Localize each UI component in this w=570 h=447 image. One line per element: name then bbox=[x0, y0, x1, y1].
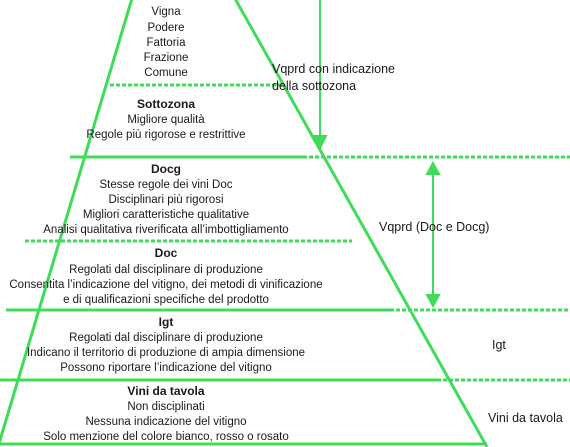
apex-line: Vigna bbox=[151, 6, 181, 18]
tier-docg: Docg Stesse regole dei vini Doc Discipli… bbox=[43, 162, 288, 236]
apex-line: Frazione bbox=[144, 52, 189, 64]
tavola-title: Vini da tavola bbox=[127, 384, 204, 398]
docg-line: Disciplinari più rigorosi bbox=[108, 194, 223, 206]
sottozona-title: Sottozona bbox=[137, 97, 195, 111]
side-label-igt: Igt bbox=[492, 338, 506, 352]
side-label-vqprd-sottozona: Vqprd con indicazione bbox=[272, 62, 395, 76]
apex-line: Fattoria bbox=[147, 37, 187, 49]
docg-line: Stesse regole dei vini Doc bbox=[100, 179, 233, 191]
tier-igt: Igt Regolati dal disciplinare di produzi… bbox=[27, 315, 305, 374]
side-label-vqprd-doc-docg: Vqprd (Doc e Docg) bbox=[379, 220, 489, 234]
tier-separators bbox=[0, 83, 570, 446]
tier-sottozona: Sottozona Migliore qualità Regole più ri… bbox=[86, 97, 245, 141]
tier-apex: Vigna Podere Fattoria Frazione Comune bbox=[144, 6, 189, 79]
side-label-vini-da-tavola: Vini da tavola bbox=[488, 411, 563, 425]
doc-line: Regolati dal disciplinare di produzione bbox=[69, 264, 263, 276]
tavola-line: Nessuna indicazione del vitigno bbox=[85, 416, 246, 428]
side-label-vqprd-sottozona: della sottozona bbox=[272, 79, 356, 93]
igt-line: Regolati dal disciplinare di produzione bbox=[69, 332, 263, 344]
tavola-line: Non disciplinati bbox=[127, 401, 204, 413]
sottozona-line: Migliore qualità bbox=[127, 114, 205, 126]
docg-title: Docg bbox=[151, 162, 181, 176]
pyramid-outline bbox=[0, 0, 489, 447]
tavola-line: Solo menzione del colore bianco, rosso o… bbox=[43, 431, 288, 443]
igt-line: Possono riportare l’indicazione del viti… bbox=[60, 362, 272, 374]
pyramid-left-edge bbox=[0, 0, 134, 446]
tier-vini-da-tavola: Vini da tavola Non disciplinati Nessuna … bbox=[43, 384, 288, 443]
docg-line: Migliori caratteristiche qualitative bbox=[83, 209, 249, 221]
tier-doc: Doc Regolati dal disciplinare di produzi… bbox=[9, 246, 322, 306]
docg-line: Analisi qualitativa riverificata all’imb… bbox=[43, 224, 288, 236]
apex-line: Podere bbox=[147, 22, 184, 34]
doc-line: e di qualificazioni specifiche del prodo… bbox=[63, 294, 269, 306]
side-labels: Vqprd con indicazione della sottozona Vq… bbox=[272, 62, 563, 425]
arrows bbox=[312, 0, 441, 309]
arrow-doc-docg-head-down bbox=[425, 294, 441, 309]
igt-line: Indicano il territorio di produzione di … bbox=[27, 347, 305, 359]
doc-line: Consentita l’indicazione del vitigno, de… bbox=[9, 279, 322, 291]
arrow-sottozona-head bbox=[312, 135, 328, 151]
sottozona-line: Regole più rigorose e restrittive bbox=[86, 129, 245, 141]
pyramid-right-edge bbox=[234, 0, 489, 447]
apex-line: Comune bbox=[144, 67, 187, 79]
doc-title: Doc bbox=[155, 246, 178, 260]
igt-title: Igt bbox=[159, 315, 174, 329]
arrow-doc-docg-head-up bbox=[425, 160, 441, 175]
